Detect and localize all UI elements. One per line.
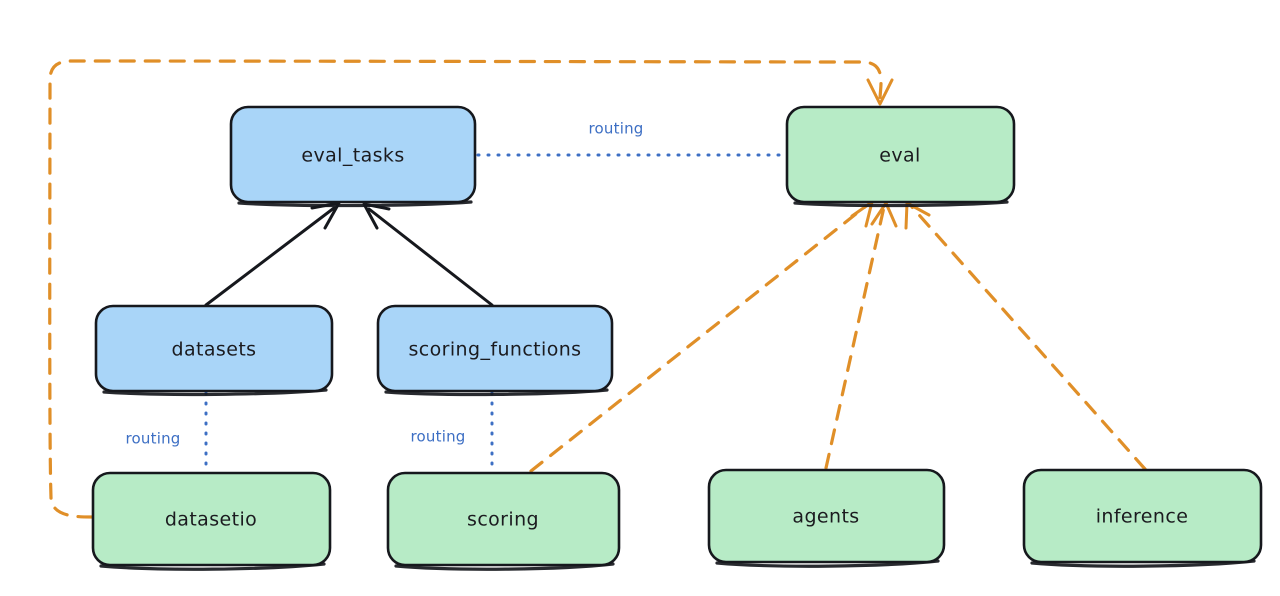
edge-path <box>824 205 886 470</box>
edge-inference-to-eval <box>904 201 1147 471</box>
edge-datasetio-to-eval <box>48 59 894 519</box>
edge-agents-to-eval <box>824 201 898 470</box>
edge-path <box>529 204 868 473</box>
node-eval-tasks[interactable]: eval_tasks <box>229 105 477 208</box>
node-shape <box>785 105 1016 204</box>
edge-path <box>204 206 336 307</box>
arrow-head-icon <box>866 78 894 106</box>
node-shadow <box>793 200 1009 208</box>
edge-path <box>48 59 883 519</box>
node-label: datasetio <box>165 509 257 531</box>
node-label: inference <box>1096 506 1189 528</box>
node-scoring-functions[interactable]: scoring_functions <box>376 304 614 397</box>
node-shape <box>376 304 614 393</box>
edge-datasets-to-eval-tasks <box>204 201 341 307</box>
node-eval[interactable]: eval <box>785 105 1016 208</box>
edge-label-routing-scoring: routing <box>411 428 466 446</box>
node-shape <box>94 304 334 393</box>
node-shadow <box>237 200 473 208</box>
edge-scoring-functions-to-eval-tasks <box>362 202 494 307</box>
node-inference[interactable]: inference <box>1022 468 1263 568</box>
node-datasets[interactable]: datasets <box>94 304 334 397</box>
edge-layer <box>48 59 1147 519</box>
node-label: datasets <box>172 339 257 361</box>
node-shape <box>91 471 332 567</box>
node-shape <box>229 105 477 204</box>
edge-label-routing-eval: routing <box>589 120 644 138</box>
node-label: agents <box>792 506 859 528</box>
node-agents[interactable]: agents <box>707 468 946 568</box>
node-label: eval_tasks <box>301 145 404 167</box>
node-shape <box>386 471 621 567</box>
edge-label-routing-datasetio: routing <box>126 430 181 448</box>
node-label: eval <box>879 145 920 167</box>
node-label: scoring <box>467 509 539 531</box>
node-label: scoring_functions <box>409 339 582 361</box>
node-scoring[interactable]: scoring <box>386 471 621 571</box>
node-layer: eval_tasks eval datasets scoring_functio… <box>91 105 1263 571</box>
edge-path <box>367 207 494 307</box>
node-datasetio[interactable]: datasetio <box>91 471 332 571</box>
node-shape <box>1022 468 1263 564</box>
edge-label-layer: routing routing routing <box>126 120 644 448</box>
node-shape <box>707 468 946 564</box>
edge-path <box>910 205 1147 471</box>
